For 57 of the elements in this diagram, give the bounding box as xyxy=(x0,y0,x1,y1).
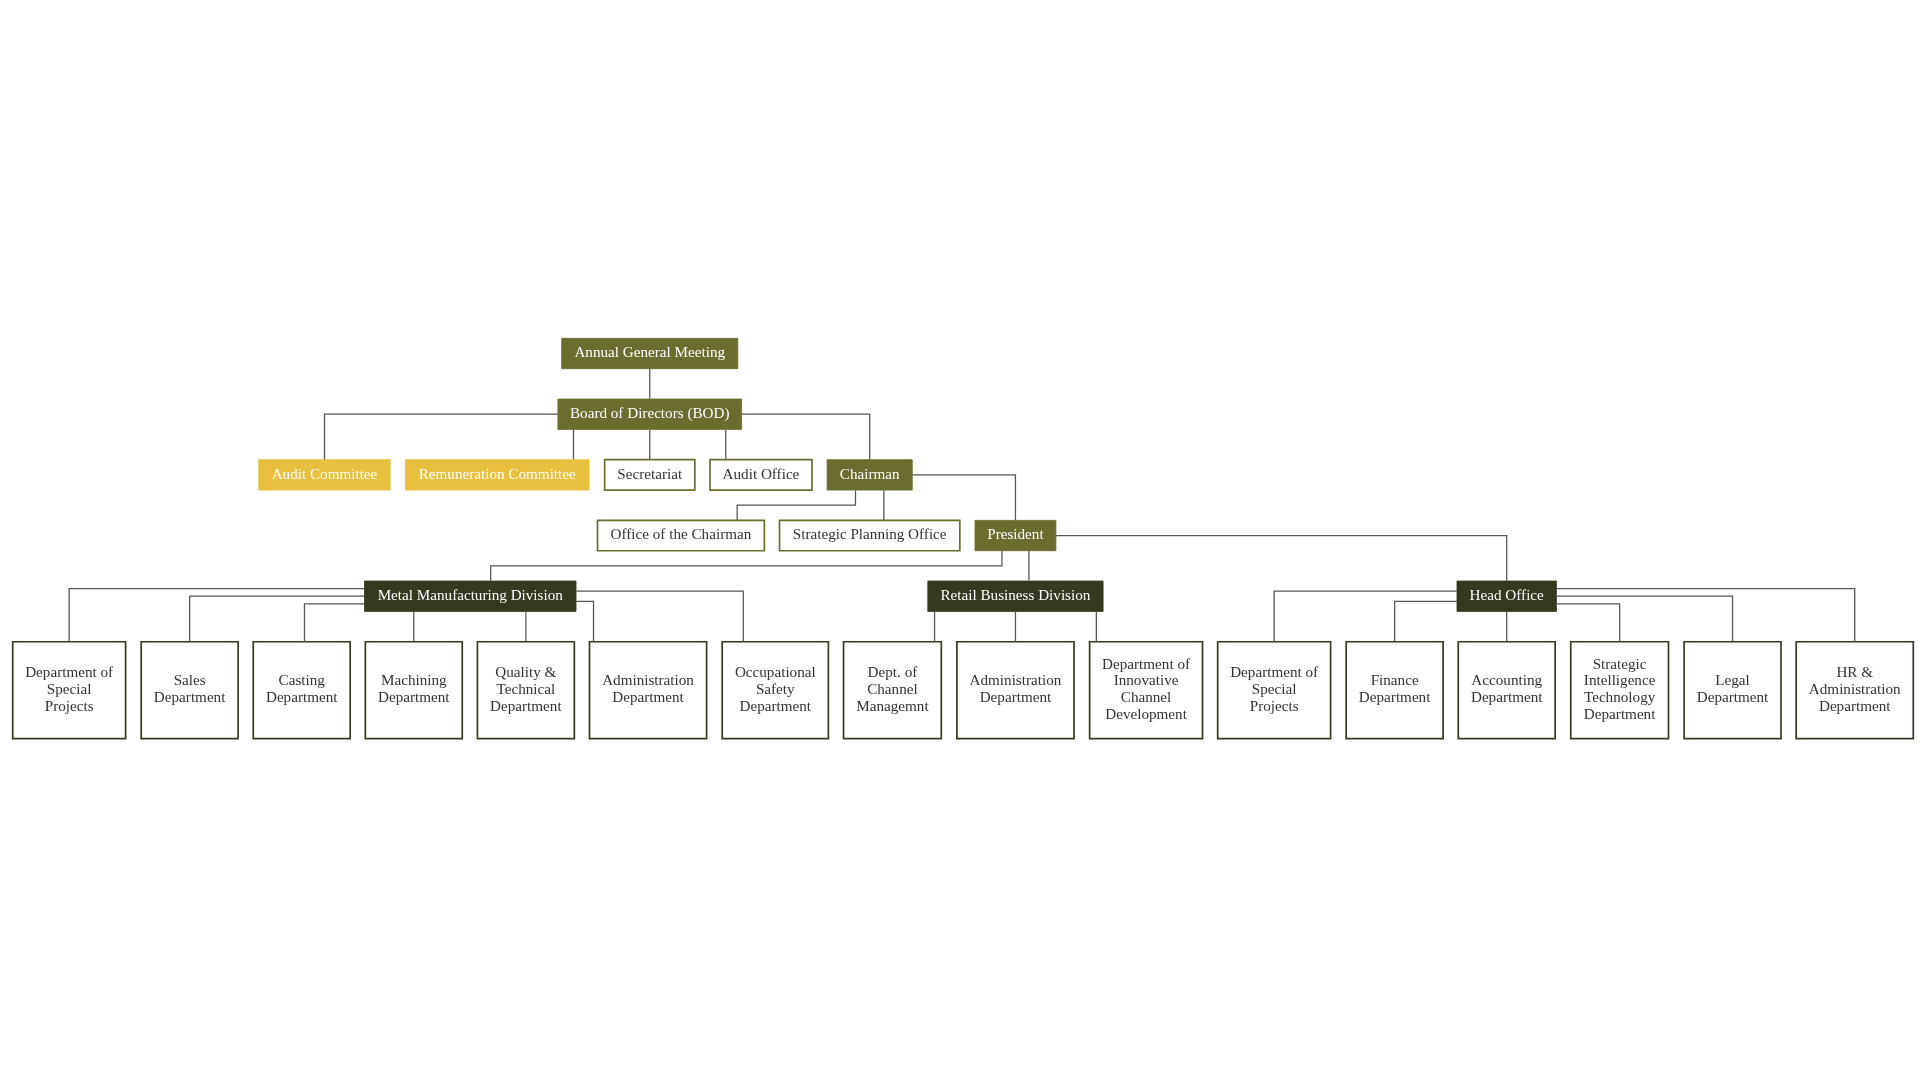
connector xyxy=(1055,534,1508,582)
node-box: Accounting Department xyxy=(1457,640,1556,739)
node-box: Retail Business Division xyxy=(927,580,1104,612)
node-box: Department of Innovative Channel Development xyxy=(1088,640,1204,739)
connector xyxy=(649,367,651,399)
node-box: Strategic Planning Office xyxy=(778,519,961,552)
node-box: Head Office xyxy=(1456,580,1557,612)
node-box: Sales Department xyxy=(140,640,239,739)
connector xyxy=(1506,610,1508,642)
node-box: Metal Manufacturing Division xyxy=(364,580,577,612)
connector xyxy=(189,595,365,642)
node-box: Quality & Technical Department xyxy=(476,640,576,739)
connector xyxy=(1394,600,1458,642)
connector xyxy=(649,428,651,460)
node-box: Office of the Chairman xyxy=(596,519,766,552)
connector xyxy=(1555,587,1856,642)
connector xyxy=(911,473,1017,521)
node-box: Department of Special Projects xyxy=(1216,640,1332,739)
node-box: Administration Department xyxy=(956,640,1075,739)
connector xyxy=(575,590,744,642)
connector xyxy=(525,610,527,642)
node-box: Legal Department xyxy=(1683,640,1782,739)
connector xyxy=(1273,590,1458,642)
node-box: Audit Office xyxy=(709,458,813,491)
node-box: Chairman xyxy=(826,458,913,490)
node-box: Administration Department xyxy=(588,640,708,739)
connector xyxy=(68,587,365,642)
connector xyxy=(575,600,595,642)
node-box: Secretariat xyxy=(603,458,696,491)
node-box: President xyxy=(974,519,1057,551)
connector xyxy=(490,549,1003,581)
node-box: Occupational Safety Department xyxy=(721,640,830,739)
connector xyxy=(736,489,857,521)
node-box: HR & Administration Department xyxy=(1795,640,1915,739)
connector xyxy=(303,602,365,642)
node-box: Annual General Meeting xyxy=(561,337,739,369)
node-box: Finance Department xyxy=(1345,640,1444,739)
connector xyxy=(1028,549,1030,581)
connector xyxy=(1095,610,1097,642)
connector xyxy=(572,428,575,460)
connector xyxy=(1555,602,1621,642)
connector xyxy=(1014,610,1017,642)
connector xyxy=(883,489,885,521)
node-box: Machining Department xyxy=(364,640,464,739)
connector xyxy=(725,428,727,460)
node-box: Casting Department xyxy=(252,640,352,739)
node-box: Board of Directors (BOD) xyxy=(557,398,742,430)
connector xyxy=(741,413,871,460)
connector xyxy=(933,610,936,642)
connector xyxy=(323,413,559,460)
node-box: Department of Special Projects xyxy=(11,640,127,739)
connector xyxy=(1555,595,1734,642)
node-box: Remuneration Committee xyxy=(404,458,590,490)
node-box: Audit Committee xyxy=(258,458,391,490)
node-box: Strategic Intelligence Technology Department xyxy=(1569,640,1670,739)
node-box: Dept. of Channel Managemnt xyxy=(842,640,943,739)
connector xyxy=(413,610,415,642)
